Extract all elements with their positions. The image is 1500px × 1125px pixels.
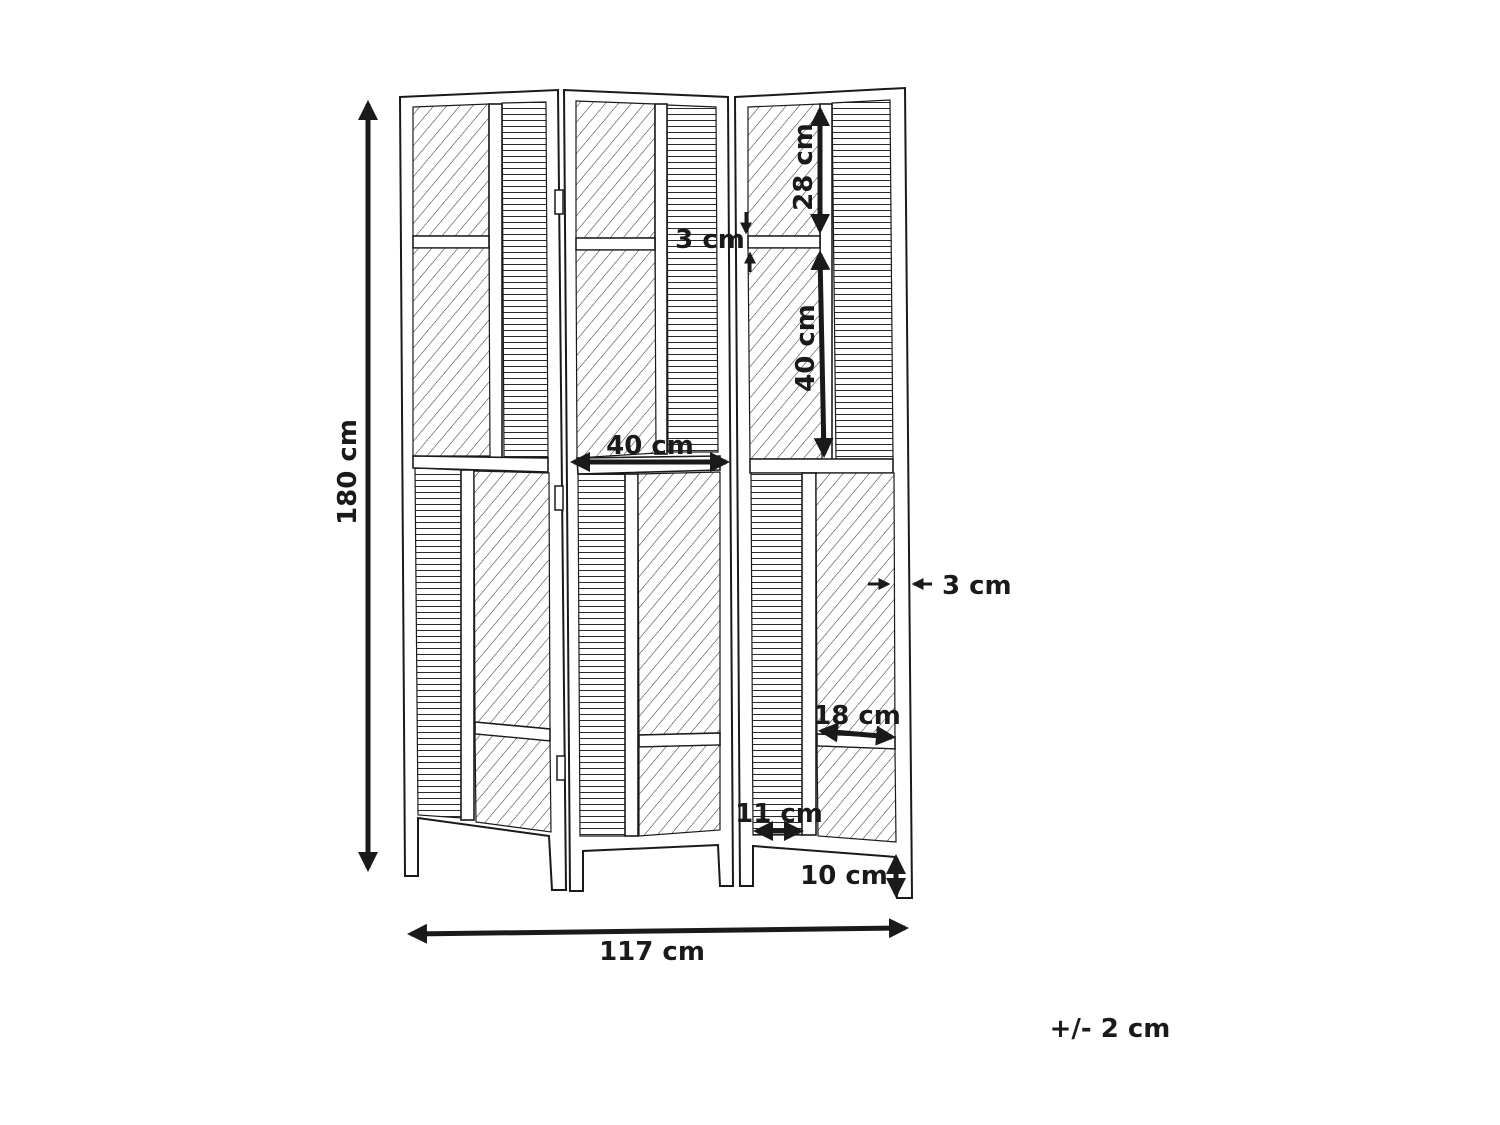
- width-total-label: 117 cm: [599, 937, 705, 967]
- dimension-lines: [358, 100, 932, 944]
- pane-width-label: 18 cm: [813, 701, 901, 731]
- rail-thickness-label: 3 cm: [675, 225, 745, 255]
- left-panel: [398, 88, 568, 891]
- top-pane-height-label: 28 cm: [789, 123, 819, 211]
- louver-width-label: 11 cm: [735, 799, 823, 829]
- right-panel: [733, 86, 914, 899]
- frame-thickness-label: 3 cm: [942, 571, 1012, 601]
- leg-height-label: 10 cm: [800, 861, 888, 891]
- panel-width-label: 40 cm: [606, 431, 694, 461]
- height-total-label: 180 cm: [333, 419, 363, 525]
- middle-panel: [562, 88, 735, 892]
- middle-pane-height-label: 40 cm: [791, 304, 821, 392]
- hinges: [554, 189, 566, 781]
- tolerance-note: +/- 2 cm: [1050, 1014, 1171, 1044]
